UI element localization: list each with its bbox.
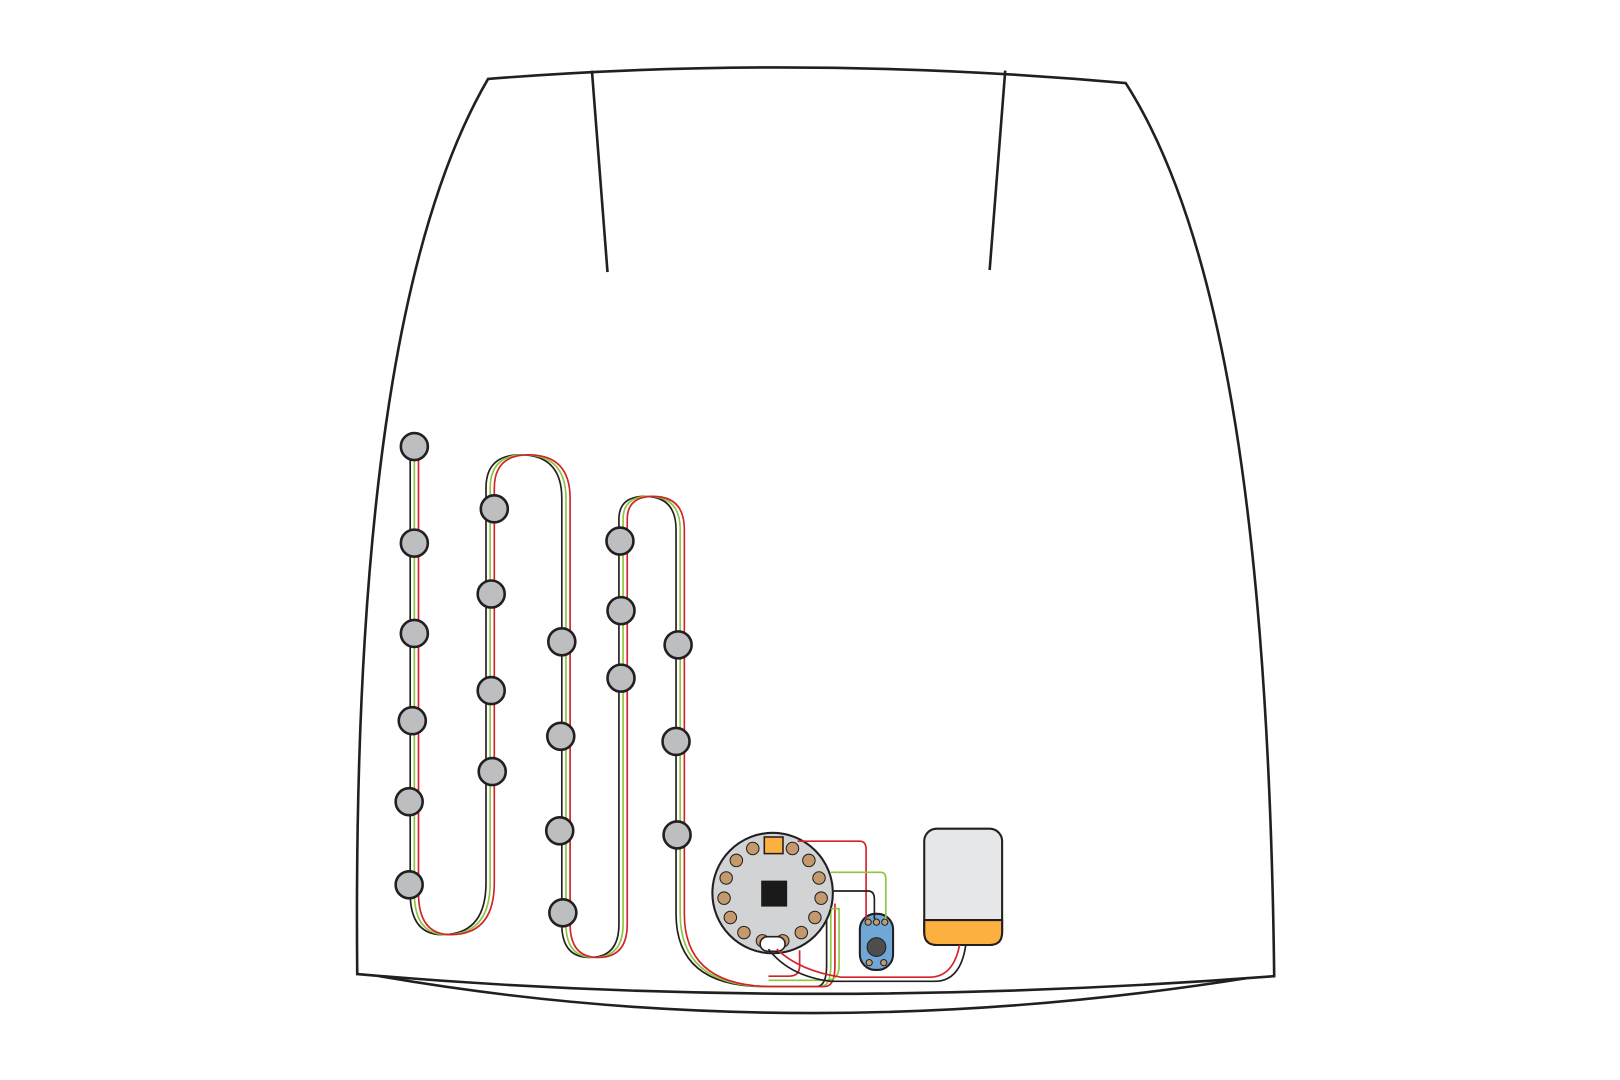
led-strand [394, 431, 693, 928]
led [399, 431, 430, 462]
board-connections [767, 840, 967, 983]
board-pad [723, 910, 738, 925]
board-pad [785, 841, 800, 856]
led [663, 630, 693, 660]
led [545, 721, 576, 752]
led-wiring [409, 446, 836, 988]
slide-switch [858, 912, 895, 971]
led [477, 756, 508, 787]
led [476, 579, 506, 609]
board-pad [737, 925, 751, 940]
board-pad [746, 841, 760, 856]
led [476, 675, 506, 706]
led [662, 820, 692, 850]
led [605, 526, 635, 556]
battery-pack [923, 827, 1004, 947]
led [479, 494, 510, 524]
led [397, 705, 428, 736]
led [399, 528, 430, 558]
microcontroller-board [711, 831, 834, 955]
board-pad [717, 891, 731, 905]
led [394, 869, 424, 900]
led [399, 618, 430, 649]
board-pad [812, 871, 826, 885]
dart-left [590, 70, 609, 273]
board-pad [719, 871, 733, 885]
led [548, 898, 578, 928]
board-pad [729, 853, 744, 868]
led [606, 663, 636, 693]
board-usb-port [759, 935, 786, 953]
board-pad [802, 853, 816, 868]
led [544, 815, 575, 846]
board-pad [794, 925, 809, 940]
led [394, 786, 424, 817]
board-pad [814, 891, 828, 905]
board-led-square [763, 836, 784, 855]
board-chip [761, 880, 788, 907]
board-pad [808, 910, 822, 925]
wire [417, 446, 836, 988]
led [661, 726, 691, 757]
led [606, 595, 636, 626]
led [547, 626, 577, 657]
skirt-outline [355, 66, 1276, 1015]
dart-right [988, 70, 1007, 271]
